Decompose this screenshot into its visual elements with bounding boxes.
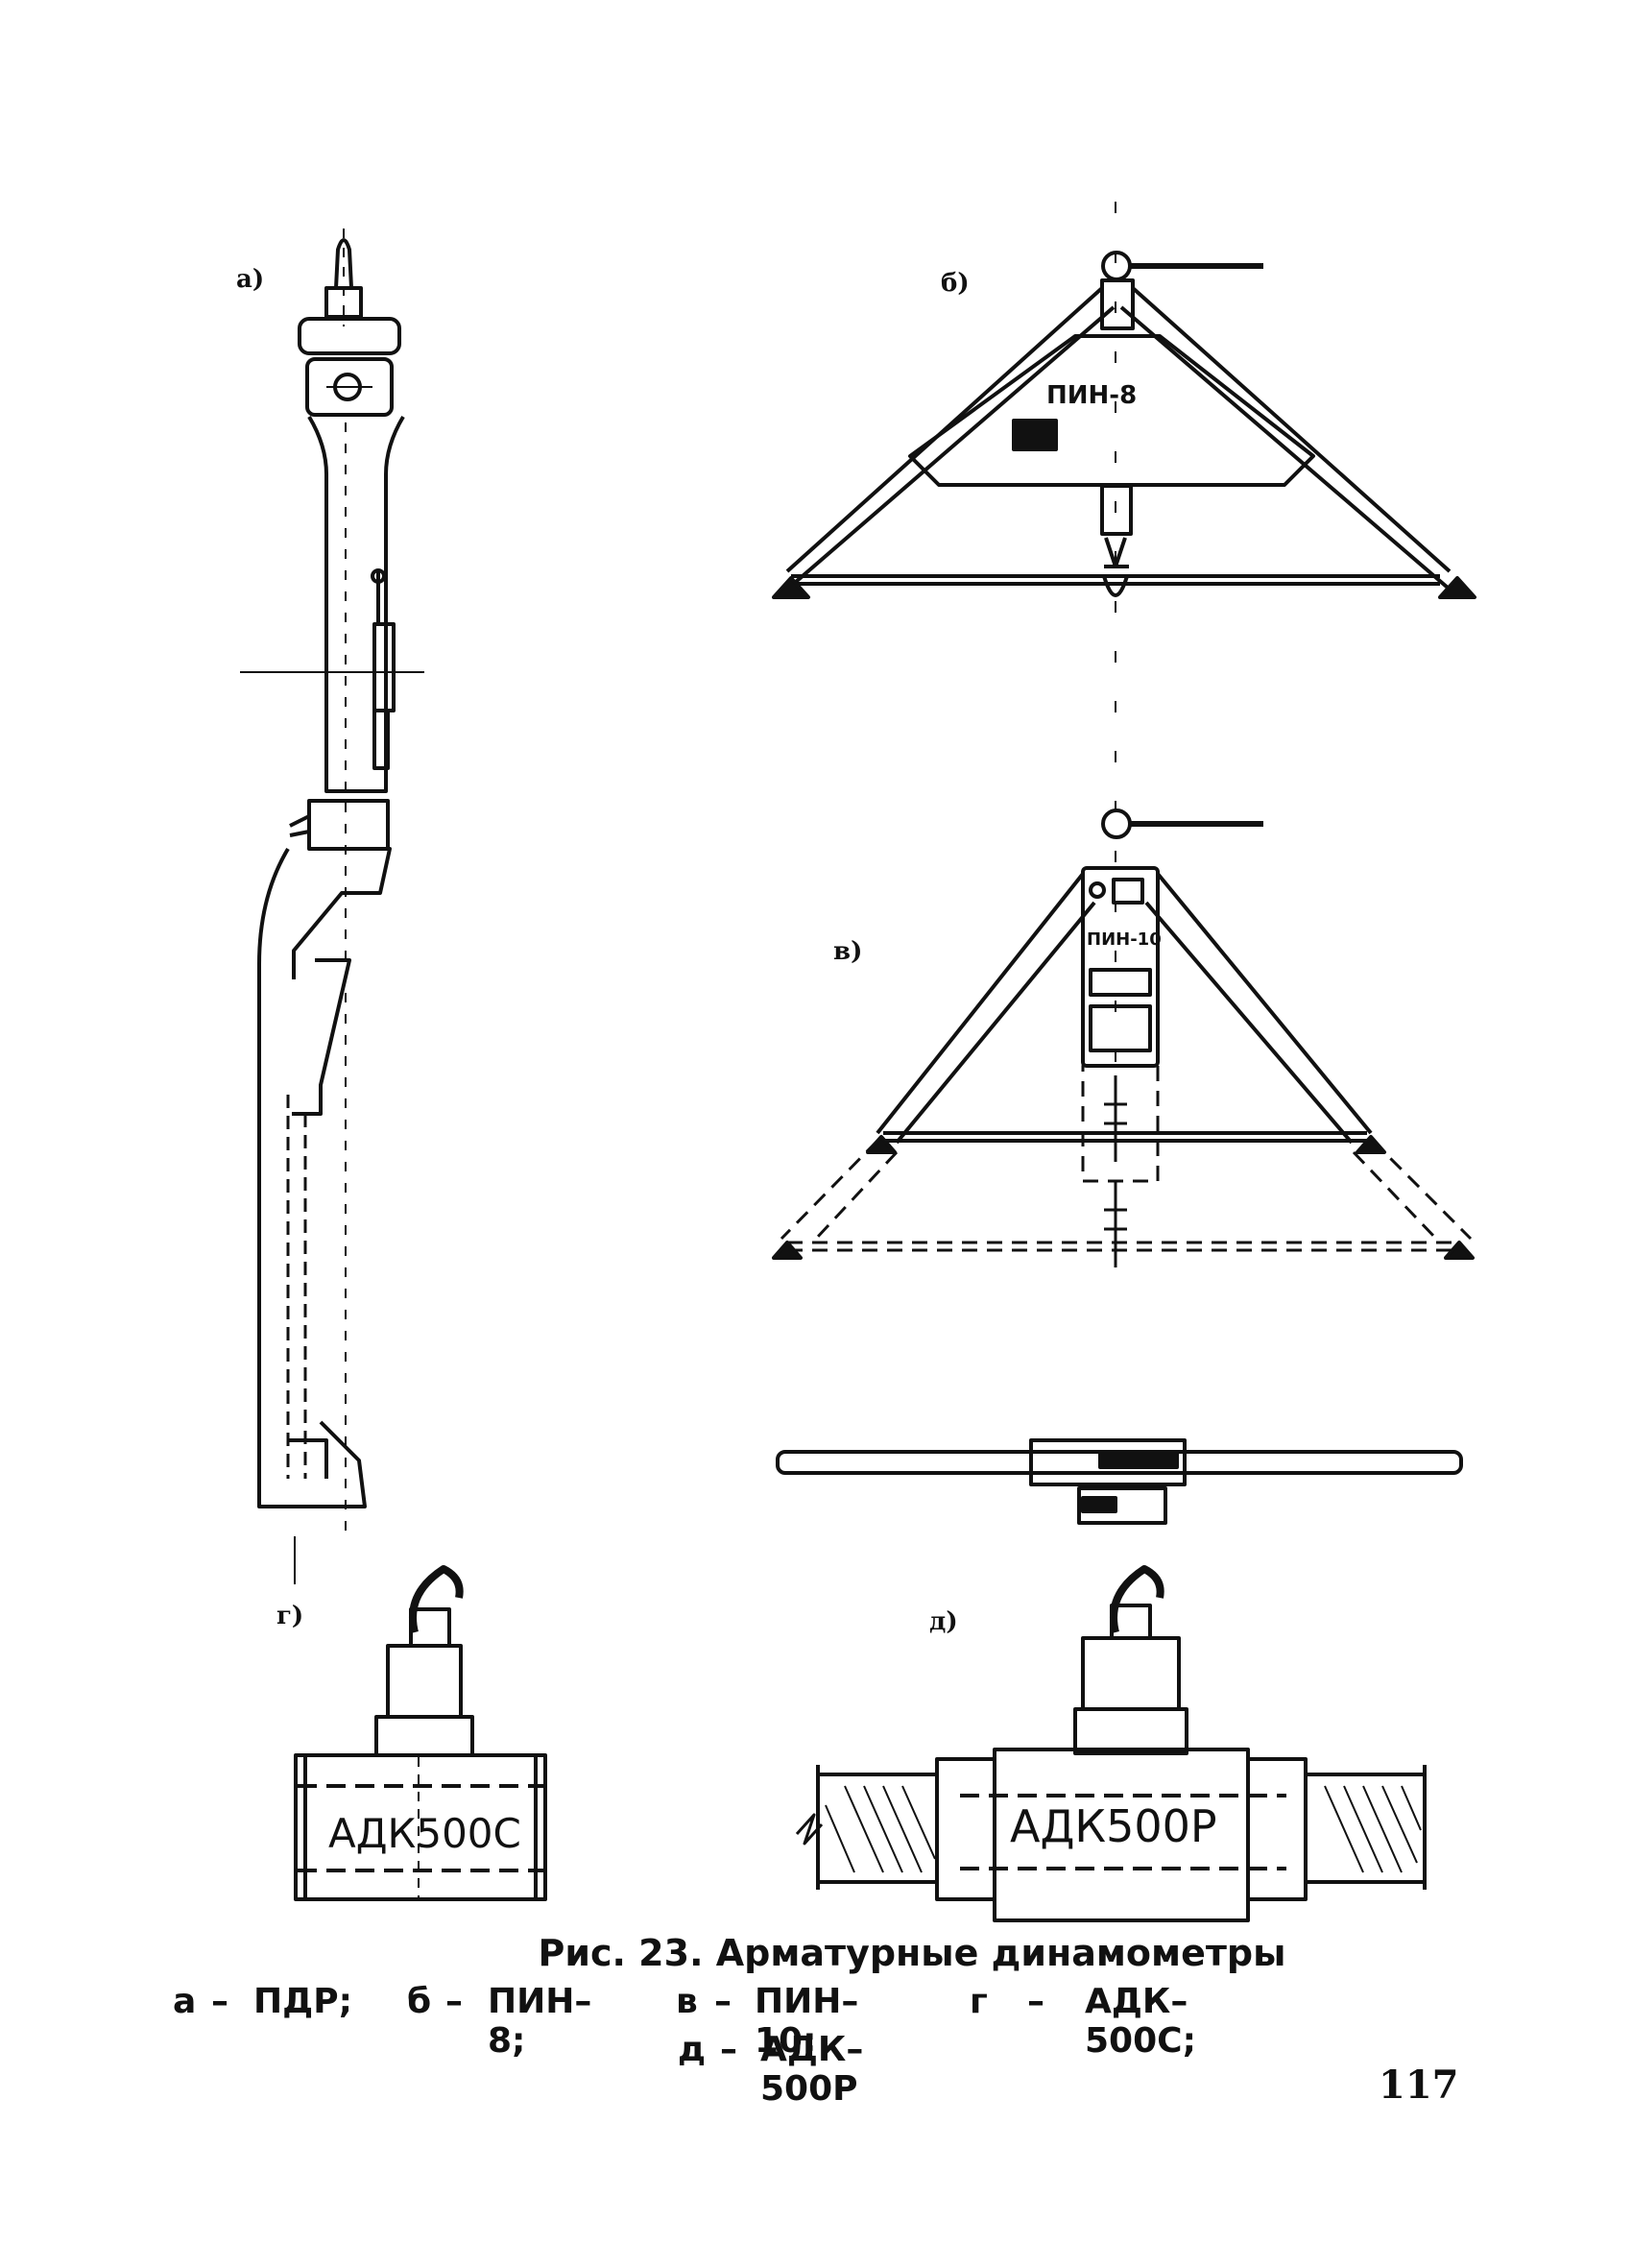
- pin10-mark: ПИН-10: [1087, 929, 1162, 950]
- legend-dash: –: [720, 2030, 737, 2069]
- legend-key-d: д: [678, 2030, 707, 2069]
- pin10-dynamometer: [772, 808, 1475, 1267]
- legend-dash: –: [1027, 1982, 1044, 2021]
- legend-dash: –: [211, 1982, 228, 2021]
- legend-key-v: в: [676, 1982, 698, 2021]
- label-b: б): [941, 269, 970, 298]
- legend-value-g: АДК–500С;: [1085, 1982, 1196, 2061]
- figure-caption-title: Рис. 23. Арматурные динамометры: [538, 1932, 1286, 1974]
- adk500c-mark: АДК500С: [328, 1810, 521, 1857]
- adk500p-mark: АДК500Р: [1010, 1800, 1217, 1852]
- page-number: 117: [1379, 2063, 1459, 2108]
- pin10-plan-view: [776, 1438, 1463, 1525]
- pin8-mark: ПИН-8: [1046, 381, 1137, 410]
- legend-dash: –: [445, 1982, 463, 2021]
- legend-key-b: б: [407, 1982, 432, 2021]
- legend-value-v: ПИН–10;: [755, 1982, 859, 2061]
- legend-value-d: АДК–500Р: [760, 2030, 864, 2109]
- pdr-dynamometer: [240, 229, 424, 1584]
- adk500p-dynamometer: [795, 1565, 1427, 1922]
- legend-value-a: ПДР;: [253, 1982, 352, 2021]
- legend-value-b: ПИН–8;: [488, 1982, 592, 2061]
- legend-key-a: а: [173, 1982, 197, 2021]
- label-v: в): [833, 937, 863, 966]
- legend-dash: –: [714, 1982, 732, 2021]
- legend-key-g: г: [970, 1982, 988, 2021]
- label-a: а): [236, 265, 265, 294]
- label-g: г): [276, 1602, 304, 1630]
- pin8-dynamometer: [772, 202, 1476, 1095]
- adk500c-dynamometer: [294, 1565, 547, 1901]
- label-d: д): [929, 1607, 958, 1636]
